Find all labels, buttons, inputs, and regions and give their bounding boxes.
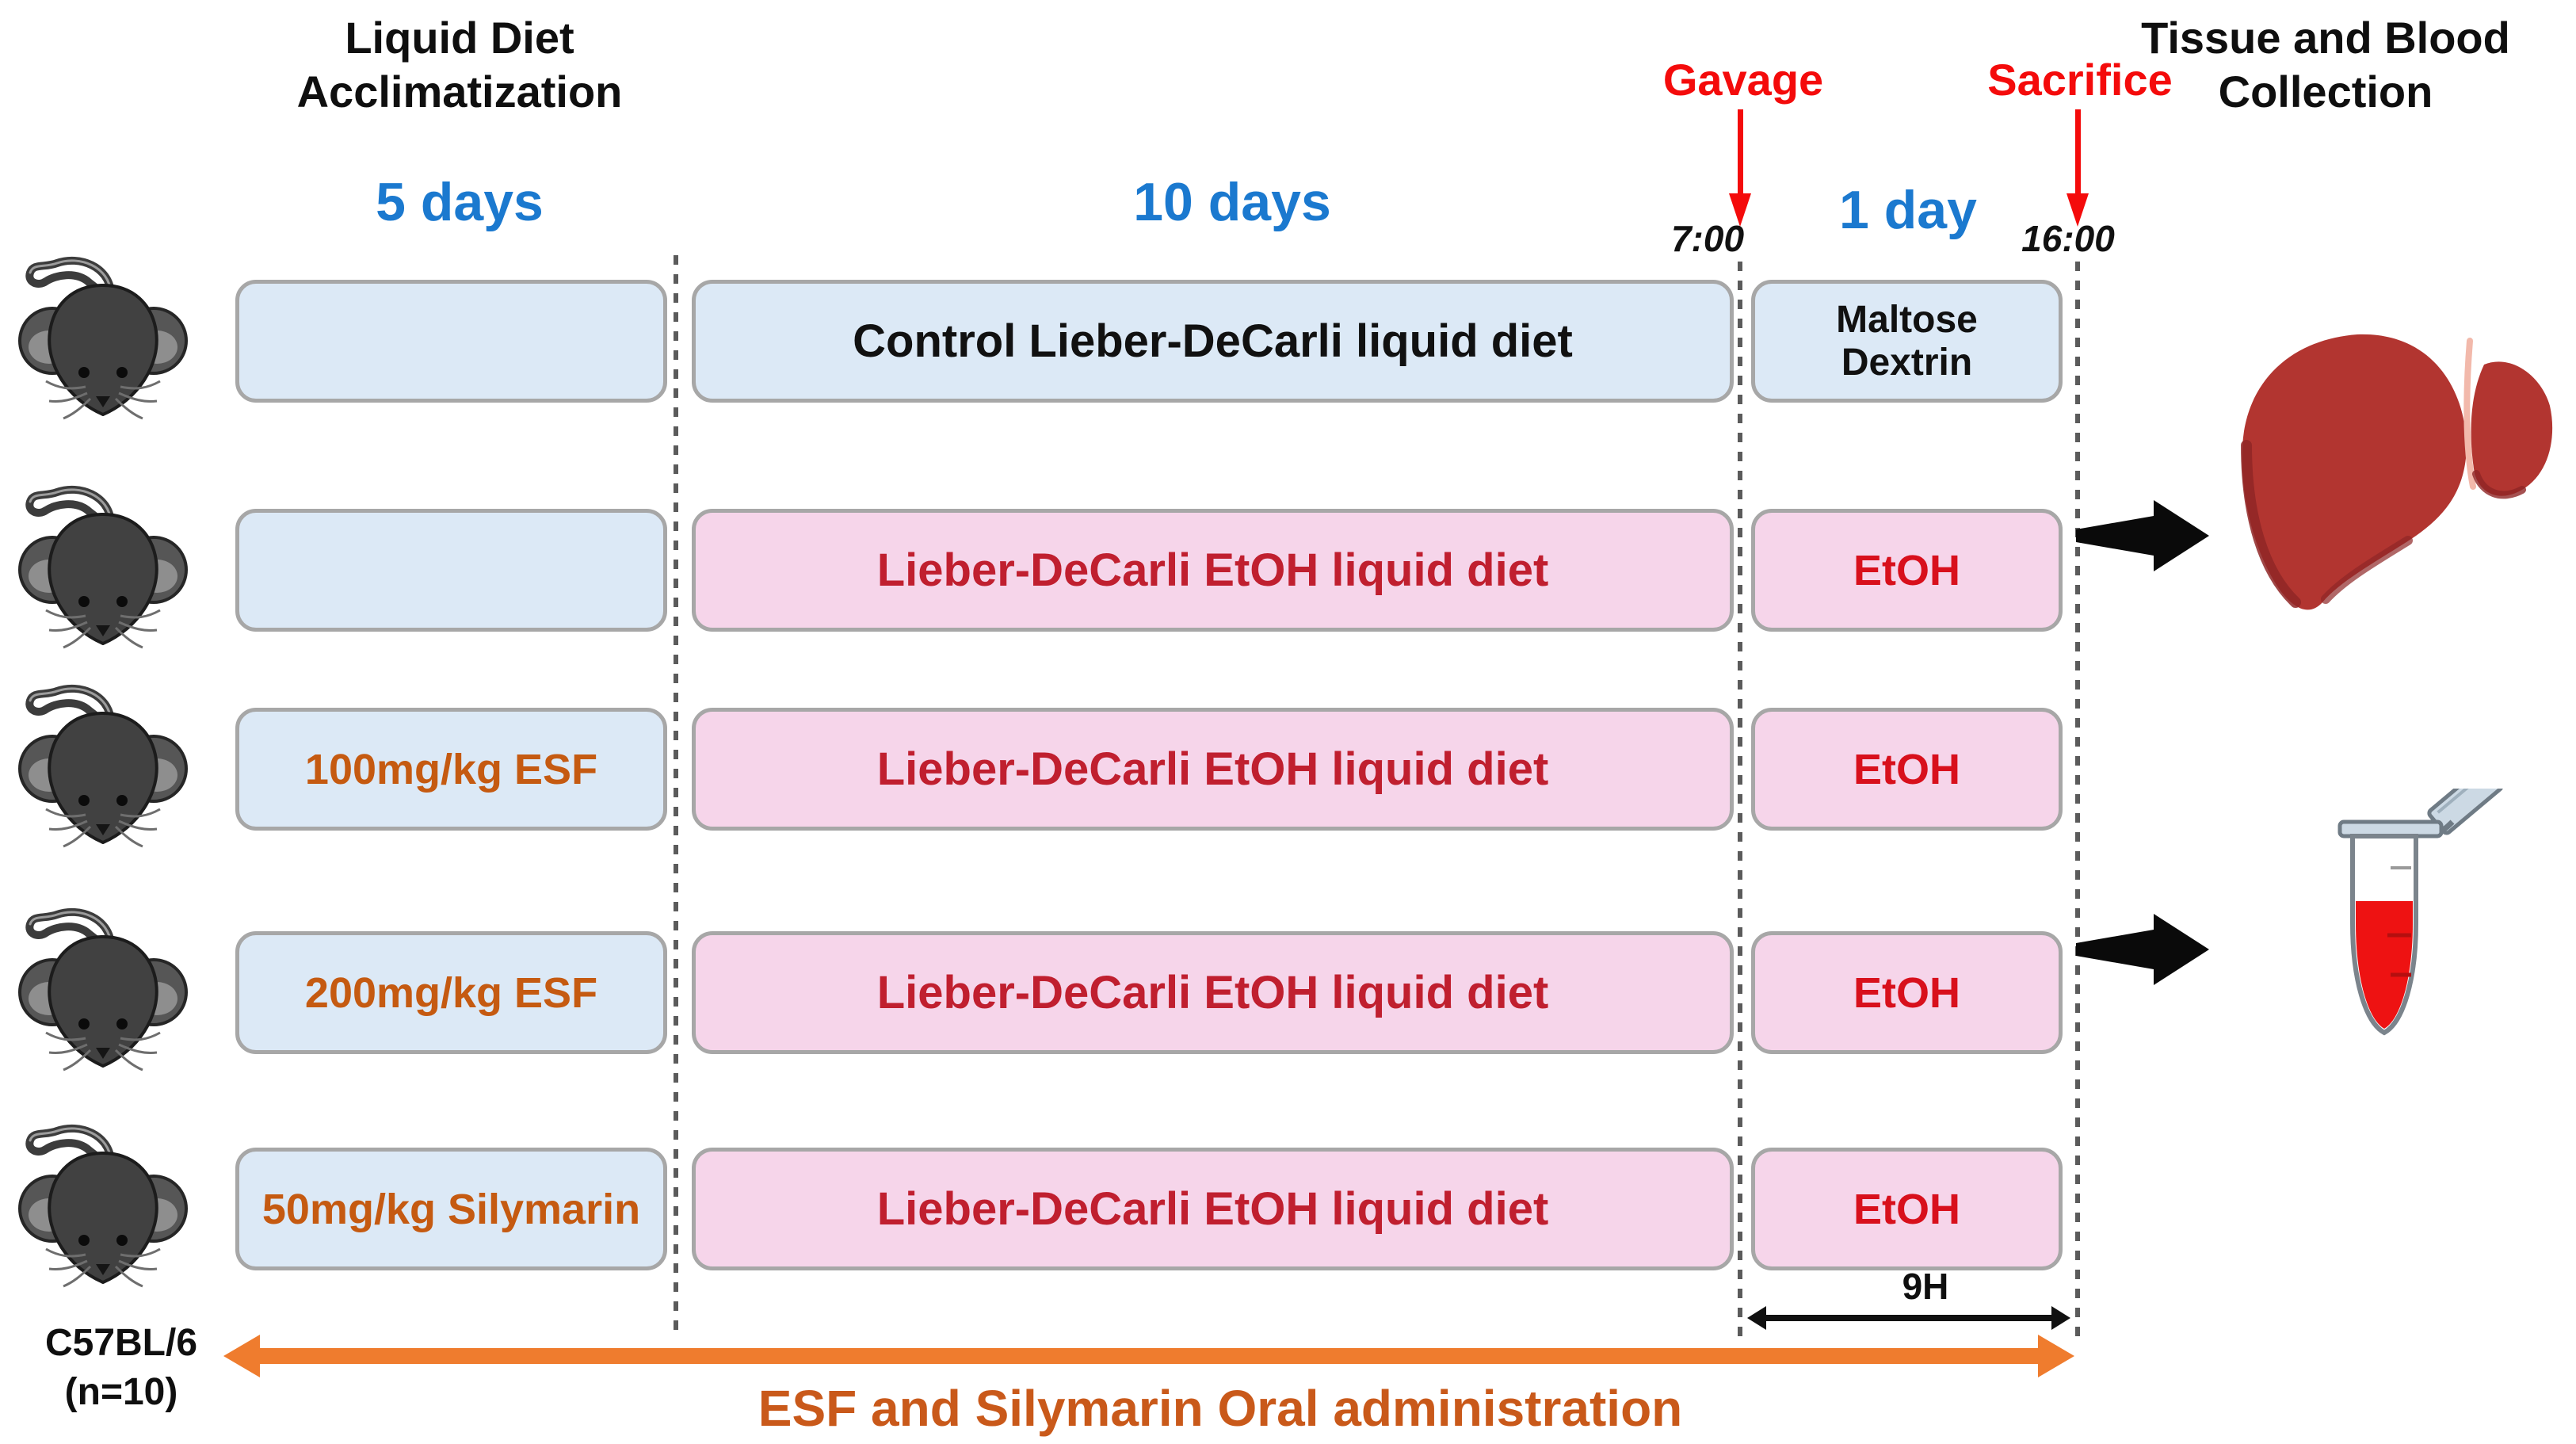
gavage-diet-box-label: Maltose Dextrin (1836, 298, 1978, 384)
gavage-diet-box-label: EtOH (1853, 546, 1960, 594)
acclimatization-title: Liquid Diet Acclimatization (238, 11, 681, 120)
acclimatization-box: 100mg/kg ESF (235, 708, 667, 831)
acclimatization-box: 50mg/kg Silymarin (235, 1148, 667, 1270)
diet-box-label: Lieber-DeCarli EtOH liquid diet (876, 967, 1549, 1018)
phase-separator-line (674, 255, 678, 1339)
phase-duration-acclimatization: 5 days (376, 172, 544, 232)
phase-duration-diet: 10 days (1133, 172, 1331, 232)
mouse-icon (17, 1120, 188, 1298)
diet-box-label: Lieber-DeCarli EtOH liquid diet (876, 544, 1549, 596)
black-double-arrow-icon (1747, 1306, 2070, 1330)
black-right-arrow-icon (2076, 914, 2209, 985)
acclimatization-box-label: 50mg/kg Silymarin (261, 1185, 641, 1233)
acclimatization-box (235, 280, 667, 403)
gavage-diet-box: EtOH (1751, 708, 2063, 831)
gavage-diet-box: EtOH (1751, 1148, 2063, 1270)
red-down-arrow-icon (2067, 109, 2089, 227)
red-down-arrow-icon (1729, 109, 1751, 227)
acclimatization-box-label: 200mg/kg ESF (304, 968, 598, 1017)
sacrifice-label: Sacrifice (1987, 55, 2173, 105)
oral-administration-label: ESF and Silymarin Oral administration (758, 1380, 1683, 1437)
gavage-label: Gavage (1662, 55, 1824, 105)
collection-title-line2: Collection (2218, 67, 2433, 117)
diet-box-label: Lieber-DeCarli EtOH liquid diet (876, 743, 1549, 795)
gavage-diet-box: EtOH (1751, 509, 2063, 632)
diet-box: Lieber-DeCarli EtOH liquid diet (692, 931, 1734, 1054)
gavage-diet-box: Maltose Dextrin (1751, 280, 2063, 403)
gavage-diet-box-label: EtOH (1853, 1185, 1960, 1233)
acclimatization-box: 200mg/kg ESF (235, 931, 667, 1054)
diet-box-label: Lieber-DeCarli EtOH liquid diet (876, 1183, 1549, 1235)
acclimatization-box (235, 509, 667, 632)
gavage-window-label: 9H (1902, 1266, 1949, 1307)
mouse-icon (17, 903, 188, 1082)
strain-label: C57BL/6 (n=10) (22, 1319, 220, 1418)
diet-box: Lieber-DeCarli EtOH liquid diet (692, 708, 1734, 831)
acclimatization-title-line1: Liquid Diet (345, 13, 574, 63)
gavage-diet-box-label: EtOH (1853, 968, 1960, 1017)
diet-box: Lieber-DeCarli EtOH liquid diet (692, 509, 1734, 632)
gavage-time: 7:00 (1670, 218, 1745, 259)
strain-count: (n=10) (64, 1371, 178, 1414)
diet-box: Control Lieber-DeCarli liquid diet (692, 280, 1734, 403)
mouse-icon (17, 680, 188, 858)
blood-tube-icon (2337, 789, 2504, 1036)
orange-double-arrow-icon (223, 1335, 2074, 1377)
diet-box: Lieber-DeCarli EtOH liquid diet (692, 1148, 1734, 1270)
liver-icon (2241, 334, 2553, 610)
phase-duration-final: 1 day (1839, 180, 1977, 240)
collection-title-line1: Tissue and Blood (2141, 13, 2510, 63)
sacrifice-time: 16:00 (2021, 218, 2115, 259)
diet-box-label: Control Lieber-DeCarli liquid diet (853, 315, 1573, 367)
gavage-diet-box-label: EtOH (1853, 745, 1960, 793)
gavage-time-line (1738, 262, 1742, 1346)
sacrifice-time-line (2075, 262, 2080, 1346)
black-right-arrow-icon (2076, 500, 2209, 571)
mouse-icon (17, 481, 188, 659)
acclimatization-box-label: 100mg/kg ESF (304, 745, 598, 793)
strain-name: C57BL/6 (44, 1322, 198, 1364)
gavage-diet-box: EtOH (1751, 931, 2063, 1054)
acclimatization-title-line2: Acclimatization (296, 67, 623, 117)
mouse-icon (17, 252, 188, 430)
collection-title: Tissue and Blood Collection (2104, 11, 2547, 120)
